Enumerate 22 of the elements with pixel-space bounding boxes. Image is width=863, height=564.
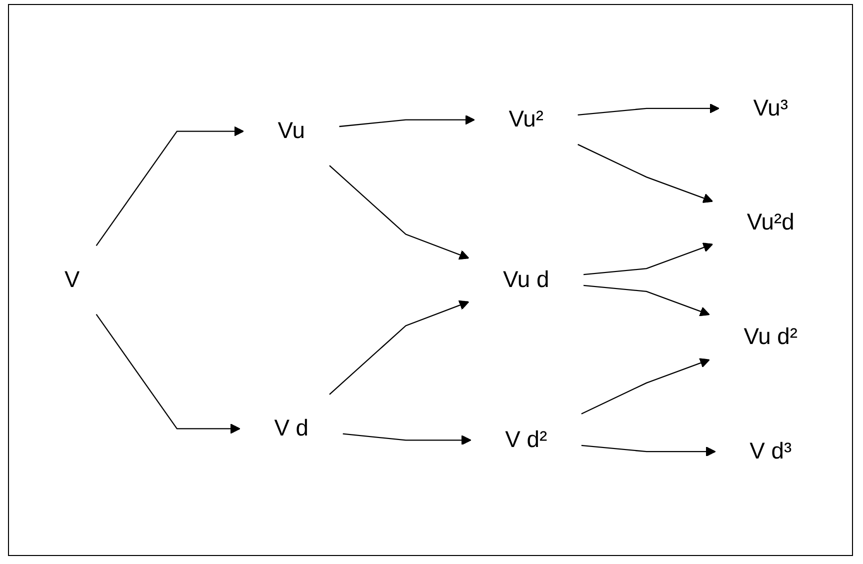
node-text: Vu³ (752, 96, 788, 121)
node-text: V d (274, 416, 308, 442)
node-text: Vu²d (746, 210, 794, 236)
arrow (342, 433, 471, 446)
arrow (328, 300, 469, 395)
node-text: V d² (504, 428, 547, 453)
arrow (583, 284, 710, 316)
arrow (577, 144, 712, 203)
arrow (577, 103, 719, 116)
arrow (95, 314, 240, 434)
node-text: V (64, 267, 80, 293)
node-text: Vu d (502, 267, 549, 293)
arrow (580, 444, 716, 457)
node-text: Vu d² (743, 324, 798, 350)
node-text: Vu² (508, 107, 544, 132)
arrow (583, 242, 712, 276)
arrow (95, 126, 244, 246)
arrow (328, 165, 469, 260)
arrow (580, 358, 710, 414)
node-text: V d³ (749, 439, 792, 464)
arrow (338, 114, 474, 128)
node-text: Vu (277, 118, 304, 144)
